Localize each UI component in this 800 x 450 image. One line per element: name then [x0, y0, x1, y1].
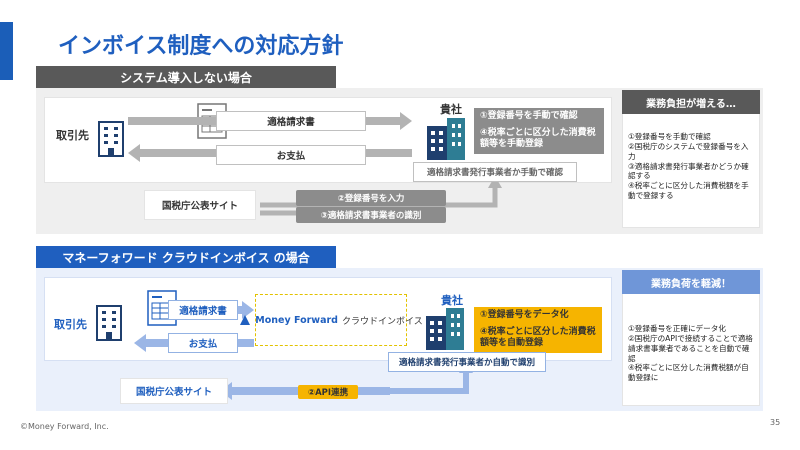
section2-customer-label: 取引先 — [54, 318, 87, 331]
section-mf-heading: マネーフォワード クラウドインボイス の場合 — [36, 246, 336, 268]
section1-customer-label: 取引先 — [56, 129, 89, 142]
section1-invoice-flow-label: 適格請求書 — [216, 111, 366, 131]
section1-note-item: ②国税庁のシステムで登録番号を入力 — [628, 141, 749, 161]
section2-note-item: ①登録番号を正確にデータ化 — [628, 324, 726, 333]
page-title: インボイス制度への対応方針 — [58, 34, 344, 59]
section-no-system-heading: システム導入しない場合 — [36, 66, 336, 88]
section2-company-building-icon — [426, 308, 464, 350]
title-accent-bar — [0, 22, 13, 80]
section2-auto-check-label: 適格請求書発行事業者か自動で識別 — [388, 352, 546, 372]
mf-service-box: Money Forward クラウドインボイス — [240, 294, 423, 346]
section2-tax-site-label: 国税庁公表サイト — [135, 387, 212, 398]
section1-tax-site-box: 国税庁公表サイト — [144, 190, 256, 220]
section2-customer-building-icon — [96, 305, 122, 341]
section1-customer-building-icon — [98, 121, 124, 157]
section1-tax-site-label: 国税庁公表サイト — [161, 201, 238, 212]
section2-company-label: 貴社 — [441, 294, 463, 307]
mf-logo-service: クラウドインボイス — [341, 316, 423, 327]
section1-manual-check-label: 適格請求書発行事業者か手動で確認 — [413, 162, 577, 182]
section1-note-item: ①登録番号を手動で確認 — [628, 132, 711, 141]
section2-tag-auto-register: ④税率ごとに区分した消費税額等を自動登録 — [474, 324, 602, 353]
section2-tag-data-conversion: ①登録番号をデータ化 — [474, 307, 602, 325]
section1-company-label: 貴社 — [440, 103, 462, 116]
section2-payment-flow-label: お支払 — [168, 333, 238, 353]
mf-logo-brand: Money Forward — [255, 314, 338, 326]
copyright-footer: ©Money Forward, Inc. — [20, 422, 109, 431]
section2-note-item: ④税率ごとに区分した消費税額が自動登録に — [628, 363, 749, 383]
section1-step2-label: ②登録番号を入力 — [296, 190, 446, 206]
section2-tax-site-box: 国税庁公表サイト — [120, 378, 228, 404]
section1-note-heading: 業務負担が増える… — [622, 90, 760, 114]
mf-logo-mark-icon — [240, 315, 251, 325]
section2-note-heading: 業務負荷を軽減！ — [622, 270, 760, 294]
section1-step3-label: ③適格請求書事業者の識別 — [296, 207, 446, 223]
section1-tag-manual-register: ④税率ごとに区分した消費税額等を手動登録 — [474, 125, 604, 154]
section1-tag-manual-check: ①登録番号を手動で確認 — [474, 108, 604, 126]
section2-note-item: ②国税庁のAPIで接続することで適格請求書事業者であることを自動で確認 — [628, 333, 753, 363]
section2-invoice-flow-label: 適格請求書 — [168, 300, 238, 320]
section1-note-item: ④税率ごとに区分した消費税額を手動で登録する — [628, 181, 749, 201]
section1-note-item: ③適格請求書発行事業者かどうか確認する — [628, 161, 749, 181]
section1-payment-flow-label: お支払 — [216, 145, 366, 165]
section1-company-building-icon — [427, 118, 465, 160]
section1-note-list: ①登録番号を手動で確認 ②国税庁のシステムで登録番号を入力 ③適格請求書発行事業… — [628, 132, 756, 201]
page-number: 35 — [770, 418, 781, 427]
section2-note-list: ①登録番号を正確にデータ化 ②国税庁のAPIで接続することで適格請求書事業者であ… — [628, 324, 756, 383]
mf-logo: Money Forward クラウドインボイス — [239, 314, 423, 327]
section2-api-link-label: ②API連携 — [298, 385, 358, 399]
